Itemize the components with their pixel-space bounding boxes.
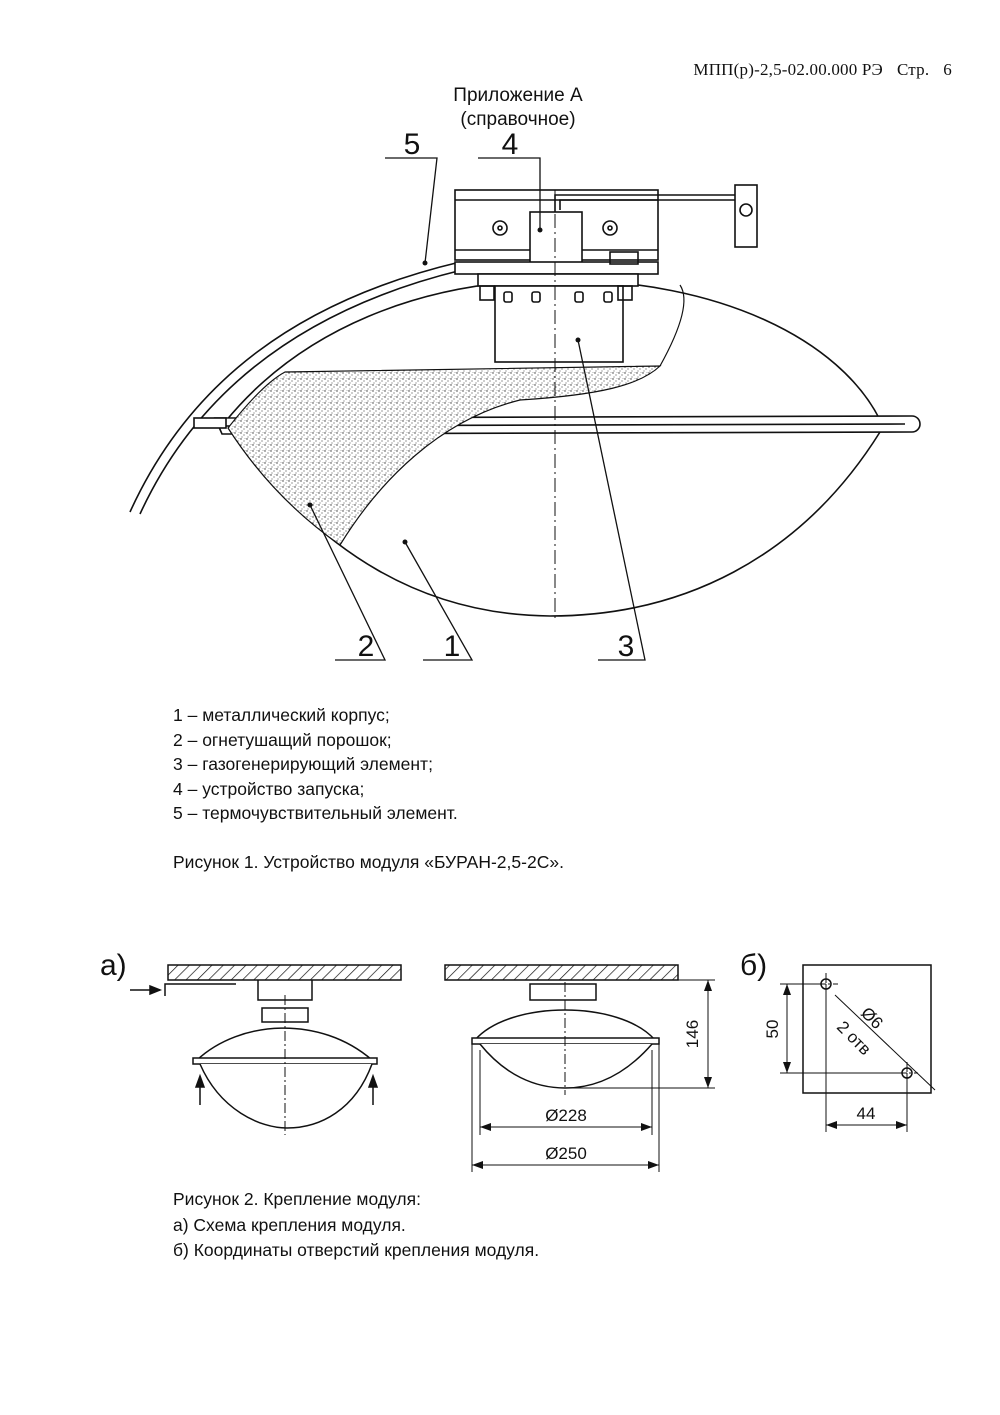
figure-2-caption: Рисунок 2. Крепление модуля: а) Схема кр… bbox=[173, 1187, 539, 1264]
leader-1 bbox=[404, 541, 474, 661]
mounting-svg: а) б) bbox=[100, 949, 936, 1172]
figure-1-legend: 1 – металлический корпус; 2 – огнетушащи… bbox=[173, 703, 458, 826]
callout-5: 5 bbox=[404, 128, 421, 161]
legend-item: 1 – металлический корпус; bbox=[173, 705, 390, 725]
callout-2: 2 bbox=[358, 630, 375, 663]
callout-3: 3 bbox=[618, 630, 635, 663]
figure-2-drawing: а) б) bbox=[0, 930, 1000, 1185]
leader-4 bbox=[478, 157, 541, 230]
doc-code: МПП(р)-2,5-02.00.000 РЭ bbox=[693, 60, 883, 79]
dim-146: 146 bbox=[683, 1020, 702, 1048]
dim-d250: Ø250 bbox=[545, 1144, 587, 1163]
page-number: 6 bbox=[943, 60, 952, 79]
module-section-svg: 5 4 2 1 3 bbox=[129, 128, 921, 663]
appendix-heading: Приложение А (справочное) bbox=[0, 84, 1000, 132]
powder-fill bbox=[227, 365, 662, 546]
figure-1-caption: Рисунок 1. Устройство модуля «БУРАН-2,5-… bbox=[173, 852, 564, 872]
leader-3 bbox=[577, 339, 646, 661]
label-b: б) bbox=[740, 949, 767, 982]
label-a: а) bbox=[100, 949, 127, 982]
dim-d228: Ø228 bbox=[545, 1106, 587, 1125]
appendix-subtitle: (справочное) bbox=[460, 109, 576, 130]
callout-1: 1 bbox=[444, 630, 461, 663]
gas-generator bbox=[494, 285, 624, 363]
sensor-tube bbox=[129, 261, 461, 513]
ceiling-left bbox=[167, 964, 402, 981]
caption-line: Рисунок 2. Крепление модуля: bbox=[173, 1189, 421, 1209]
page-label: Стр. bbox=[896, 60, 930, 79]
callout-4: 4 bbox=[502, 128, 519, 161]
legend-item: 3 – газогенерирующий элемент; bbox=[173, 754, 433, 774]
figure-1-drawing: 5 4 2 1 3 bbox=[0, 120, 1000, 685]
page-header: МПП(р)-2,5-02.00.000 РЭ Стр. 6 bbox=[679, 60, 952, 80]
legend-item: 5 – термочувствительный элемент. bbox=[173, 803, 458, 823]
legend-item: 4 – устройство запуска; bbox=[173, 778, 365, 799]
appendix-title: Приложение А bbox=[453, 85, 583, 106]
leader-2 bbox=[309, 504, 387, 661]
legend-item: 2 – огнетушащий порошок; bbox=[173, 729, 392, 750]
caption-line: а) Схема крепления модуля. bbox=[173, 1214, 406, 1235]
caption-line: б) Координаты отверстий крепления модуля… bbox=[173, 1240, 540, 1260]
leader-5 bbox=[385, 157, 438, 264]
ceiling-middle bbox=[444, 964, 679, 981]
starter-device bbox=[529, 211, 583, 268]
dim-44: 44 bbox=[857, 1104, 876, 1123]
dim-50: 50 bbox=[763, 1020, 782, 1039]
mount-plate bbox=[802, 964, 932, 1094]
